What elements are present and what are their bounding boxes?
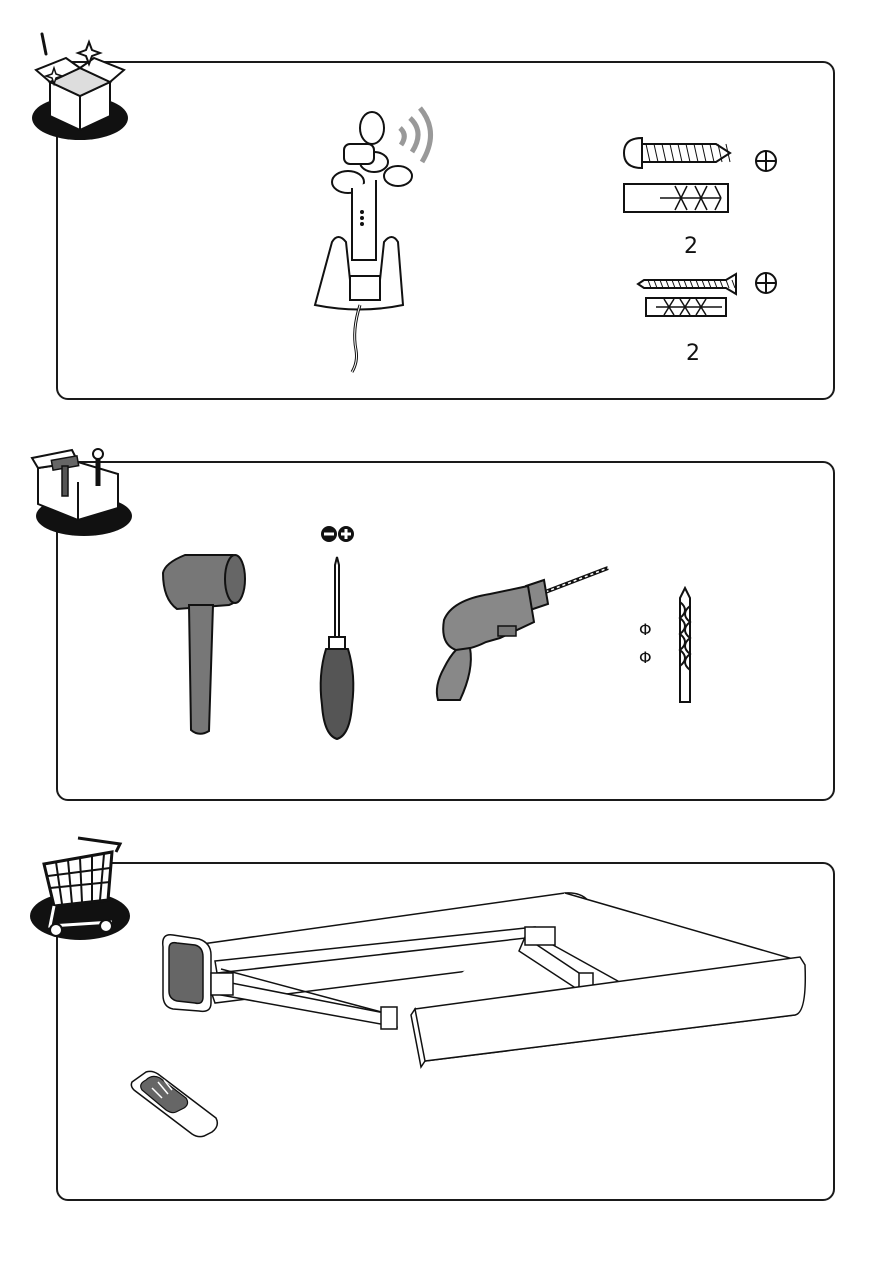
drill-bit-diameter-1: Φ [639,620,652,639]
slotted-phillips-icon [320,525,356,543]
shopping-cart-icon [24,830,136,945]
retractable-awning-illustration [155,885,810,1075]
drill-bit-illustration [674,586,696,706]
toolbox-icon [22,438,136,538]
power-drill-illustration [430,560,610,710]
round-head-screw-and-plug [620,130,785,220]
remote-control-illustration [128,1068,220,1138]
open-box-icon [28,30,132,142]
drill-bit-diameter-2: Φ [639,648,652,667]
wind-sensor-illustration [300,100,450,375]
screw-set-2-quantity: 2 [686,341,700,366]
countersunk-screw-and-plug [636,268,786,323]
screw-set-1-quantity: 2 [684,234,698,259]
screwdriver-illustration [312,555,362,745]
rubber-mallet-illustration [155,545,255,740]
